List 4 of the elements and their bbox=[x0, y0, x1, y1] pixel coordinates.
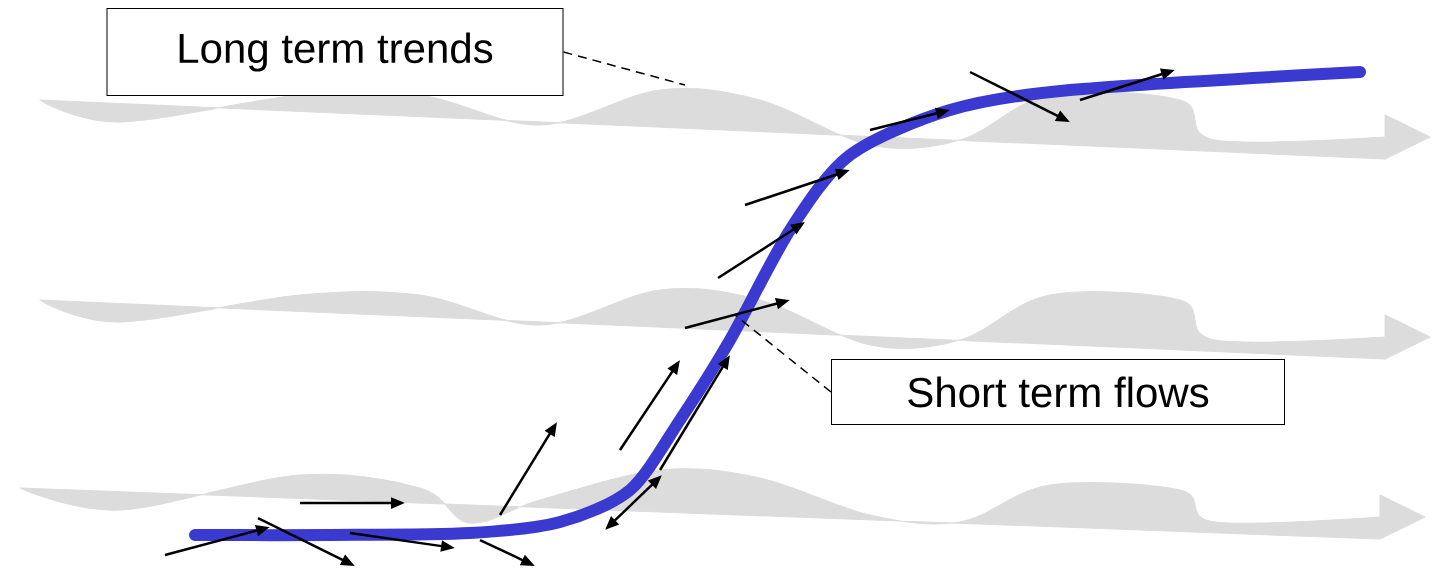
leader-line bbox=[562, 51, 686, 86]
label-box: Short term flows bbox=[831, 359, 1285, 425]
label-box: Long term trends bbox=[106, 8, 564, 96]
leader-line bbox=[734, 314, 832, 393]
